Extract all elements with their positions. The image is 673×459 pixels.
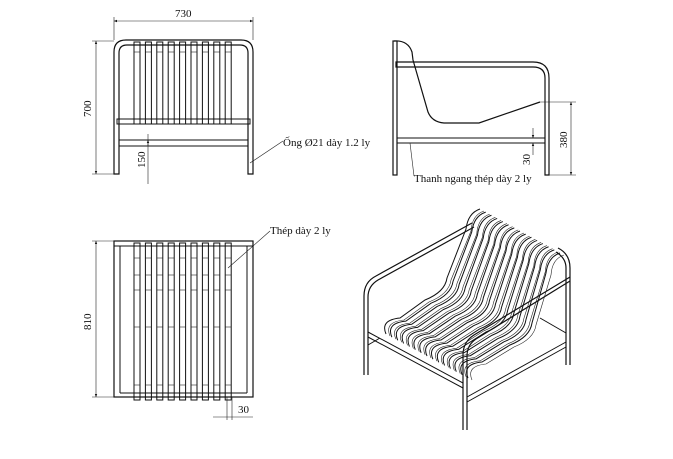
- iso-slat: [442, 239, 538, 366]
- iso-slats: [384, 208, 565, 381]
- slat-width-dim: 30: [238, 404, 250, 416]
- iso-slat-edge: [388, 210, 485, 337]
- top-slat: [224, 242, 232, 401]
- iso-slat-edge: [441, 239, 536, 365]
- iso-view: [363, 208, 571, 430]
- top-slat: [167, 242, 175, 401]
- iso-slat: [395, 214, 492, 341]
- top-slat: [133, 242, 141, 401]
- iso-slat: [407, 221, 504, 347]
- side-view: Thanh ngang thép dày 2 ly 380 30: [392, 40, 576, 185]
- iso-slat-edge: [394, 213, 490, 340]
- iso-slat: [425, 230, 521, 357]
- slat-note: Thép dày 2 ly: [270, 225, 331, 237]
- front-slat: [179, 41, 187, 125]
- top-slat: [213, 242, 221, 401]
- front-slat: [144, 41, 152, 125]
- iso-slat: [413, 224, 509, 350]
- iso-slat-edge: [446, 242, 542, 368]
- iso-slat: [436, 236, 532, 363]
- front-height-dim: 700: [82, 100, 94, 117]
- seat-height-dim: 380: [558, 131, 570, 148]
- front-slat: [156, 41, 164, 125]
- iso-slat: [460, 249, 555, 376]
- top-slats: [133, 242, 232, 401]
- depth-dim: 810: [82, 313, 94, 330]
- tube-note: Ống Ø21 dày 1.2 ly: [283, 136, 371, 149]
- iso-slat: [430, 233, 526, 360]
- iso-slat: [389, 211, 486, 338]
- front-slat: [133, 41, 141, 125]
- iso-slat: [454, 246, 549, 372]
- top-slat: [144, 242, 152, 401]
- iso-slat: [401, 217, 498, 344]
- iso-slat-edge: [405, 220, 502, 346]
- iso-slat-edge: [429, 232, 525, 359]
- top-slat: [190, 242, 198, 401]
- top-slat: [179, 242, 187, 401]
- iso-slat-edge: [411, 223, 507, 349]
- iso-slat-edge: [435, 235, 530, 362]
- iso-slat-edge: [400, 217, 496, 343]
- crossbar-height-dim: 150: [136, 151, 148, 168]
- top-slat: [156, 242, 164, 401]
- front-slat: [224, 41, 232, 125]
- iso-slat-edge: [423, 229, 519, 355]
- front-slats: [133, 41, 232, 125]
- front-slat: [213, 41, 221, 125]
- iso-slat-edge: [470, 254, 565, 381]
- iso-slat-edge: [452, 245, 547, 371]
- iso-slat-edge: [464, 251, 559, 377]
- top-view: 810 30 Thép dày 2 ly: [82, 225, 331, 420]
- front-slat: [190, 41, 198, 125]
- front-slat: [167, 41, 175, 125]
- top-slat: [201, 242, 209, 401]
- front-view: 730 700 150 Ống Ø21 dày 1.2 ly: [82, 8, 371, 184]
- front-width-dim: 730: [175, 8, 192, 20]
- bar-note: Thanh ngang thép dày 2 ly: [414, 173, 532, 185]
- iso-slat-edge: [458, 248, 553, 374]
- iso-slat: [466, 252, 561, 379]
- bar-dim: 30: [521, 154, 533, 166]
- iso-slat: [448, 243, 544, 369]
- iso-slat: [384, 208, 481, 335]
- front-slat: [201, 41, 209, 125]
- iso-slat-edge: [417, 226, 513, 352]
- iso-slat: [419, 227, 515, 354]
